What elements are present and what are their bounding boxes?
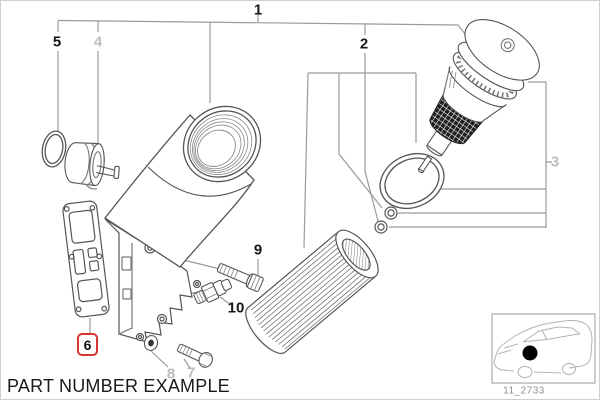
callout-9[interactable]: 9	[253, 241, 263, 259]
caption-part-number-example: PART NUMBER EXAMPLE	[7, 376, 230, 396]
callout-6-highlight-box[interactable]: 6	[77, 333, 98, 356]
diagram-code: 11_2733	[503, 385, 545, 397]
callout-7: 7	[186, 364, 196, 382]
vehicle-location-dot	[522, 345, 538, 361]
callout-10[interactable]: 10	[227, 299, 245, 317]
filter-element-drawing	[245, 229, 379, 354]
gasket-6-drawing	[62, 200, 110, 318]
sensor-10-drawing	[193, 278, 233, 305]
washer-8-drawing	[143, 335, 159, 351]
housing-bracket-drawing	[104, 218, 202, 343]
callout-5[interactable]: 5	[52, 33, 62, 51]
small-o-ring-lower-drawing	[374, 220, 388, 234]
thermostat-insert-4-drawing	[64, 142, 120, 190]
callout-1[interactable]: 1	[253, 1, 263, 19]
callout-leader-lines	[57, 14, 552, 369]
callout-3: 3	[550, 153, 560, 171]
callout-8: 8	[166, 365, 176, 383]
small-o-ring-upper-drawing	[384, 206, 398, 220]
vehicle-location-inset	[491, 313, 596, 384]
callout-2[interactable]: 2	[359, 35, 369, 53]
car-outline	[493, 320, 593, 378]
oil-filter-housing-drawing	[104, 105, 262, 268]
callout-4: 4	[93, 33, 103, 51]
o-ring-5-drawing	[41, 130, 67, 168]
bolt-7-drawing	[176, 343, 213, 368]
callout-6-label: 6	[83, 336, 92, 353]
filter-cap-drawing	[417, 19, 540, 174]
bolt-9-drawing	[216, 263, 264, 292]
